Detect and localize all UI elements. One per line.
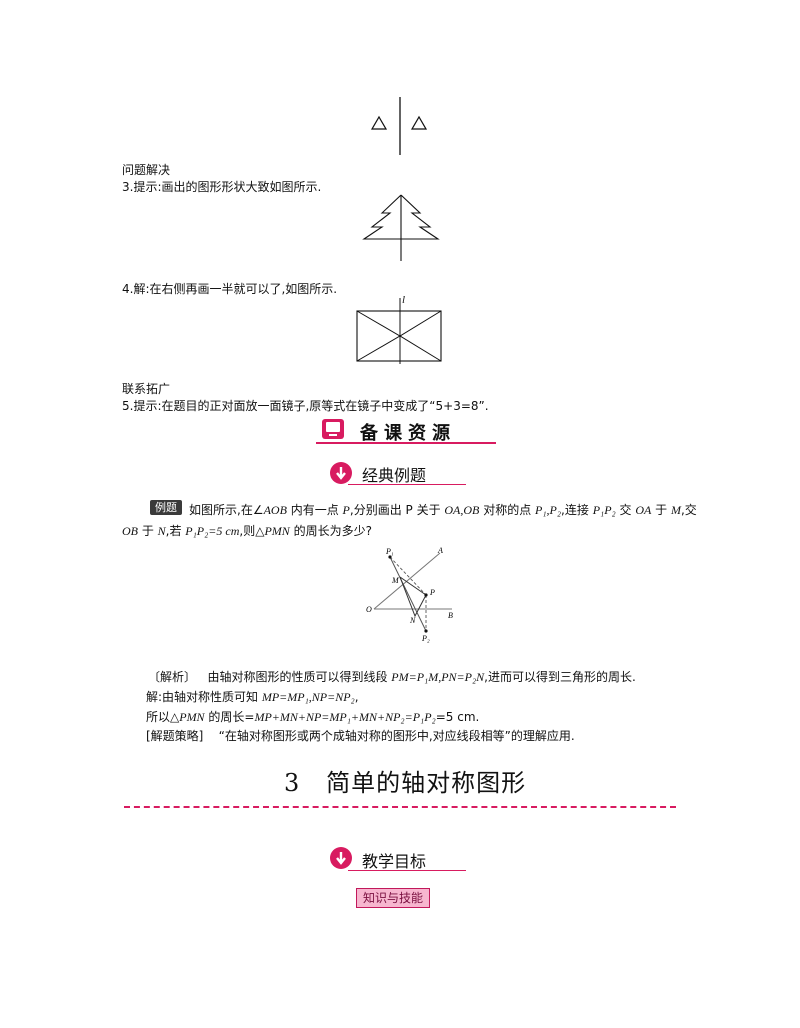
example-line2: OB 于 N,若 P₁P₂=5 cm,则△PMN 的周长为多少? xyxy=(122,524,372,538)
mirror-triangles-figure xyxy=(370,97,428,155)
skill-tag: 知识与技能 xyxy=(356,887,431,908)
label-P2: P₂ xyxy=(421,634,430,643)
label-M: M xyxy=(391,576,400,585)
item5-text: 5.提示:在题目的正对面放一面镜子,原等式在镜子中变成了“5+3=8”. xyxy=(122,399,489,413)
example-tag-label: 例题 xyxy=(150,500,182,515)
monitor-icon xyxy=(322,419,344,439)
label-B: B xyxy=(448,611,453,620)
axis-label-l: l xyxy=(402,294,406,306)
strategy-label: [解题策略] xyxy=(146,729,204,743)
item3-text: 3.提示:画出的图形形状大致如图所示. xyxy=(122,180,322,194)
analysis-line: 〔解析〕 由轴对称图形的性质可以得到线段 PM=P₁M,PN=P₂N,进而可以得… xyxy=(148,670,636,684)
strategy-line: [解题策略] “在轴对称图形或两个成轴对称的图形中,对应线段相等”的理解应用. xyxy=(146,729,575,743)
example-line1: 如图所示,在∠AOB 内有一点 P,分别画出 P 关于 OA,OB 对称的点 P… xyxy=(189,503,697,517)
section-heading: 3 简单的轴对称图形 xyxy=(284,763,526,798)
goals-title: 教学目标 xyxy=(362,852,427,871)
banner-underline xyxy=(316,442,496,444)
reflection-diagram: P₁ A M P O B N P₂ xyxy=(366,546,453,643)
analysis-label: 〔解析〕 xyxy=(148,670,197,684)
label-P1: P₁ xyxy=(385,547,394,556)
banner-title: 备课资源 xyxy=(360,423,456,444)
section-number: 3 xyxy=(284,769,301,797)
label-P: P xyxy=(429,588,435,597)
skill-tag-label: 知识与技能 xyxy=(356,888,431,908)
solution-line: 解:由轴对称性质可知 MP=MP₁,NP=NP₂, xyxy=(146,690,359,704)
goals-underline xyxy=(348,870,466,871)
section-problem-heading: 问题解决 xyxy=(122,163,171,177)
section-dashed-divider xyxy=(124,806,676,808)
example-tag: 例题 xyxy=(150,500,182,515)
examples-title: 经典例题 xyxy=(362,466,427,485)
therefore-line: 所以△PMN 的周长=MP+MN+NP=MP₁+MN+NP₂=P₁P₂=5 cm… xyxy=(146,710,480,724)
envelope-figure xyxy=(356,298,442,364)
label-N: N xyxy=(409,616,416,625)
item4-text: 4.解:在右侧再画一半就可以了,如图所示. xyxy=(122,282,338,296)
label-A: A xyxy=(437,546,443,555)
down-arrow-icon xyxy=(330,847,352,869)
down-arrow-icon xyxy=(330,462,352,484)
section-link-heading: 联系拓广 xyxy=(122,382,171,396)
examples-underline xyxy=(348,484,466,485)
section-title: 简单的轴对称图形 xyxy=(326,769,527,797)
tree-figure xyxy=(362,194,440,261)
label-O: O xyxy=(366,605,372,614)
